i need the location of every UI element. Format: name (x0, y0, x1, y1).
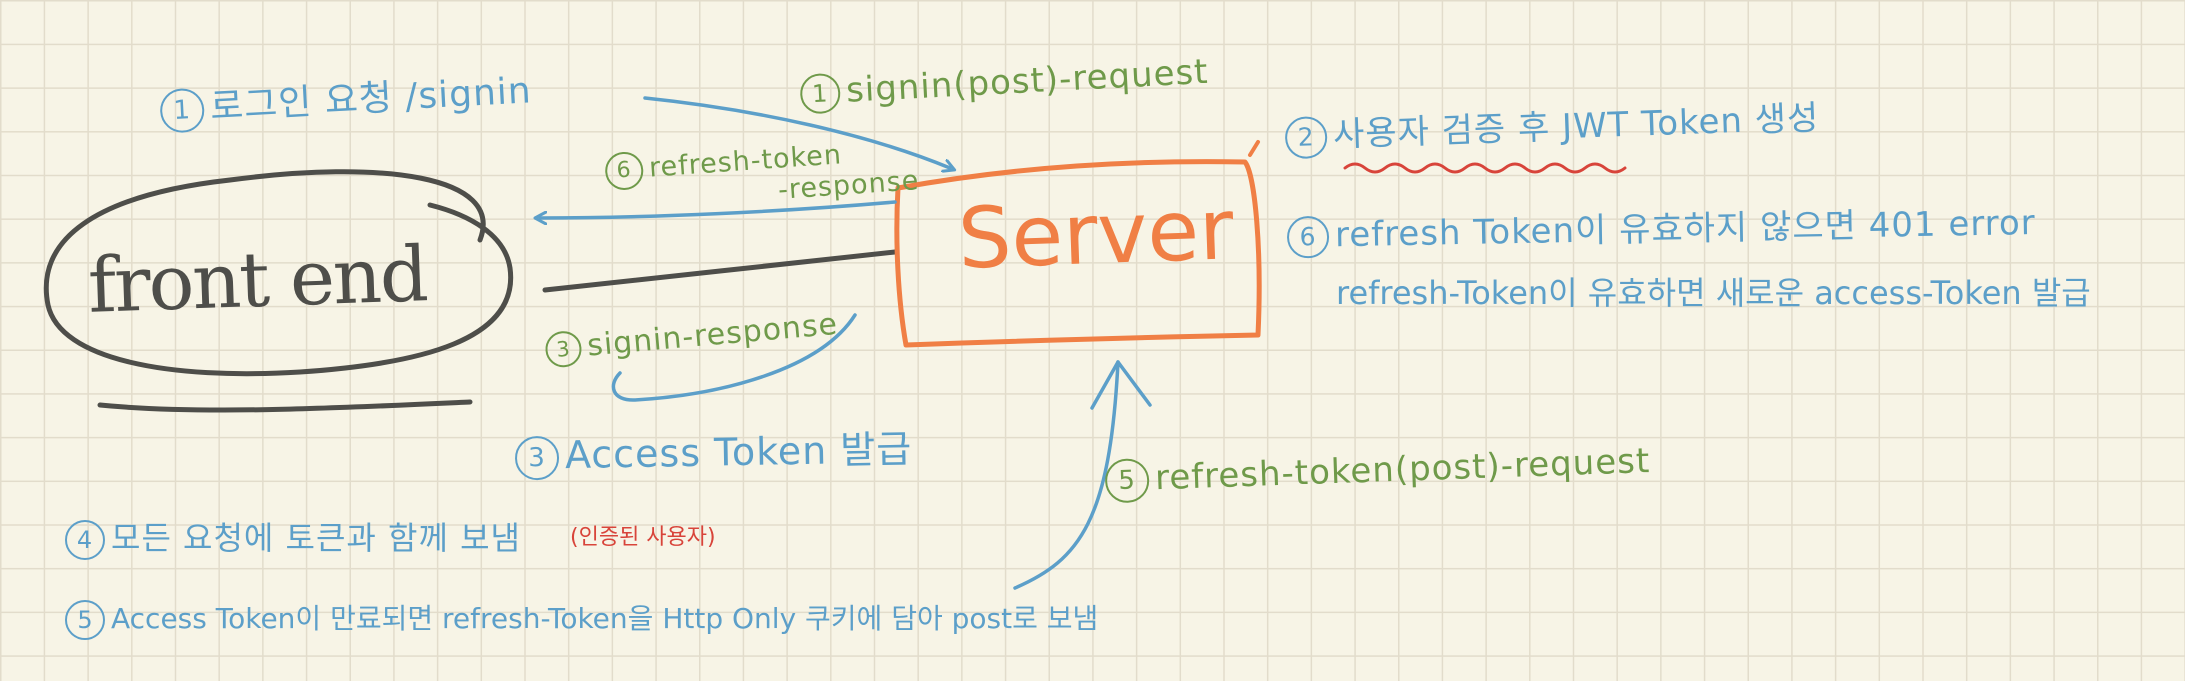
step3-access-number: 3 (514, 435, 560, 481)
frontend-ellipse (43, 169, 514, 377)
signin-request-arrow (643, 96, 950, 168)
step6-refresh-valid-label: refresh-Token이 유효하면 새로운 access-Token 발급 (1336, 274, 2091, 312)
step2-number: 2 (1284, 115, 1328, 160)
refresh-response-arrow (540, 200, 897, 218)
step4-number: 4 (65, 520, 105, 560)
frontend-server-link (542, 249, 898, 293)
step4-send-text: 모든 요청에 토큰과 함께 보냄 (111, 519, 521, 557)
signin-response-arrow (611, 313, 857, 402)
step6-number: 6 (1286, 215, 1330, 259)
frontend-ellipse-tail (97, 399, 473, 413)
step5-request-number: 5 (1104, 457, 1150, 504)
step5-expired-number: 5 (65, 600, 105, 640)
step4-note-label: (인증된 사용자) (570, 525, 716, 550)
frontend-label: front end (86, 229, 428, 330)
server-box-corner (1248, 140, 1260, 157)
step5-expired-text: Access Token이 만료되면 refresh-Token을 Http O… (111, 602, 1099, 635)
server-box (894, 159, 1262, 348)
step3-access-token-text: Access Token 발급 (564, 427, 913, 478)
refresh-request-arrow (1013, 360, 1120, 590)
refresh-request-arrowhead (1090, 360, 1152, 410)
step1-number: 1 (159, 87, 206, 134)
step3-response-number: 3 (543, 329, 583, 369)
step1-request-number: 1 (799, 72, 842, 115)
verify-underline-squiggle (1343, 162, 1627, 174)
server-label: Server (956, 180, 1236, 288)
step6-refresh-response-number: 6 (603, 150, 645, 192)
